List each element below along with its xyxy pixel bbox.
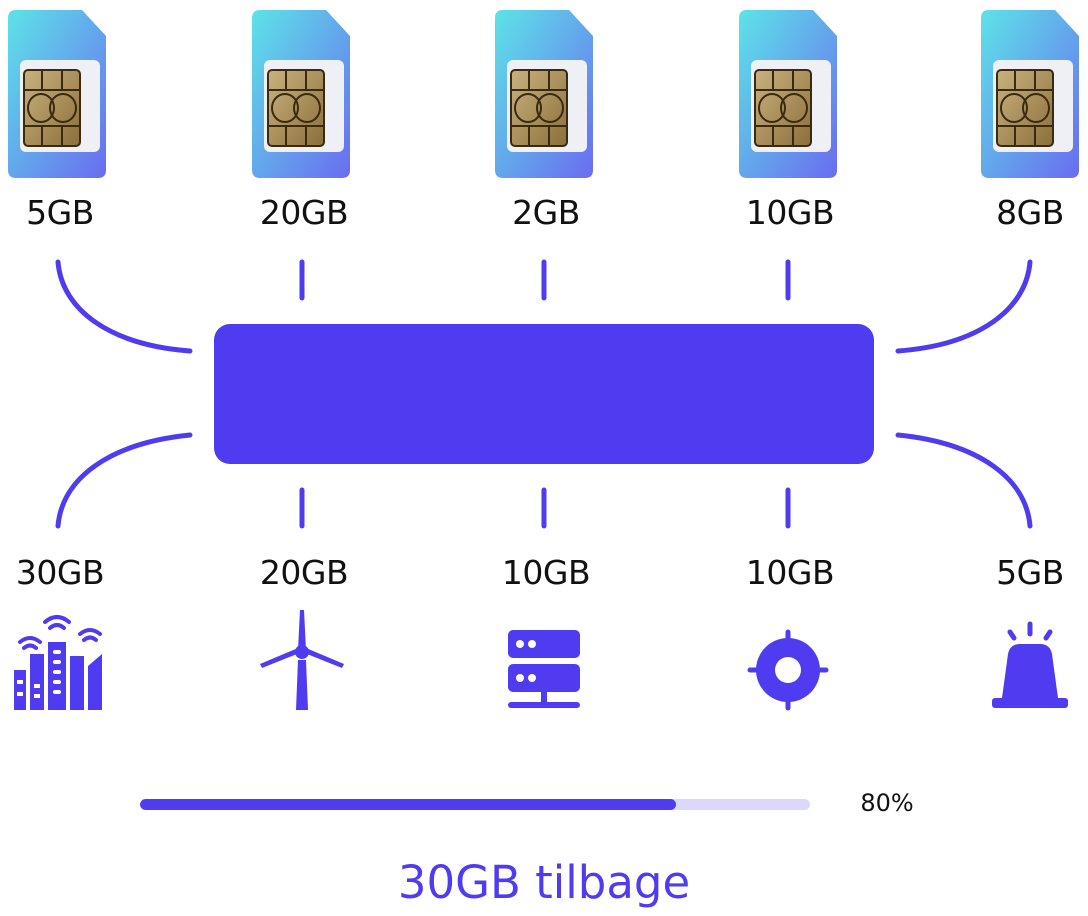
wind-turbine-icon [260, 610, 344, 710]
device-data-label: 30GB [15, 553, 105, 592]
data-pool-box [214, 324, 874, 464]
sim-card-icon [981, 10, 1079, 178]
alarm-beacon-icon [992, 621, 1068, 708]
sim-card-icon [495, 10, 593, 178]
sim-data-label: 10GB [745, 193, 835, 232]
sim-data-label: 8GB [996, 193, 1064, 232]
sim-card-icon [252, 10, 350, 178]
usage-progress-bar [140, 799, 810, 810]
smart-city-icon [14, 615, 102, 710]
connector-top-1 [55, 259, 193, 354]
sim-data-label: 2GB [512, 193, 580, 232]
pool-caption: Samlet datapulje [0, 412, 162, 434]
usage-progress-fill [140, 799, 676, 810]
sim-data-label: 5GB [26, 193, 94, 232]
device-data-label: 5GB [996, 553, 1064, 592]
connector-bottom-5 [895, 432, 1033, 529]
sim-data-label: 20GB [259, 193, 349, 232]
remaining-data-label: 30GB tilbage [397, 856, 691, 909]
connector-bottom-1 [55, 432, 193, 529]
server-icon [508, 630, 580, 708]
sim-card-icon [8, 10, 106, 178]
usage-percent-label: 80% [860, 789, 914, 817]
device-data-label: 20GB [259, 553, 349, 592]
device-data-label: 10GB [501, 553, 591, 592]
sim-card-icon [739, 10, 837, 178]
device-data-label: 10GB [745, 553, 835, 592]
connector-top-5 [895, 259, 1033, 354]
pool-total: 150GB [0, 350, 149, 401]
location-target-icon [747, 629, 829, 711]
